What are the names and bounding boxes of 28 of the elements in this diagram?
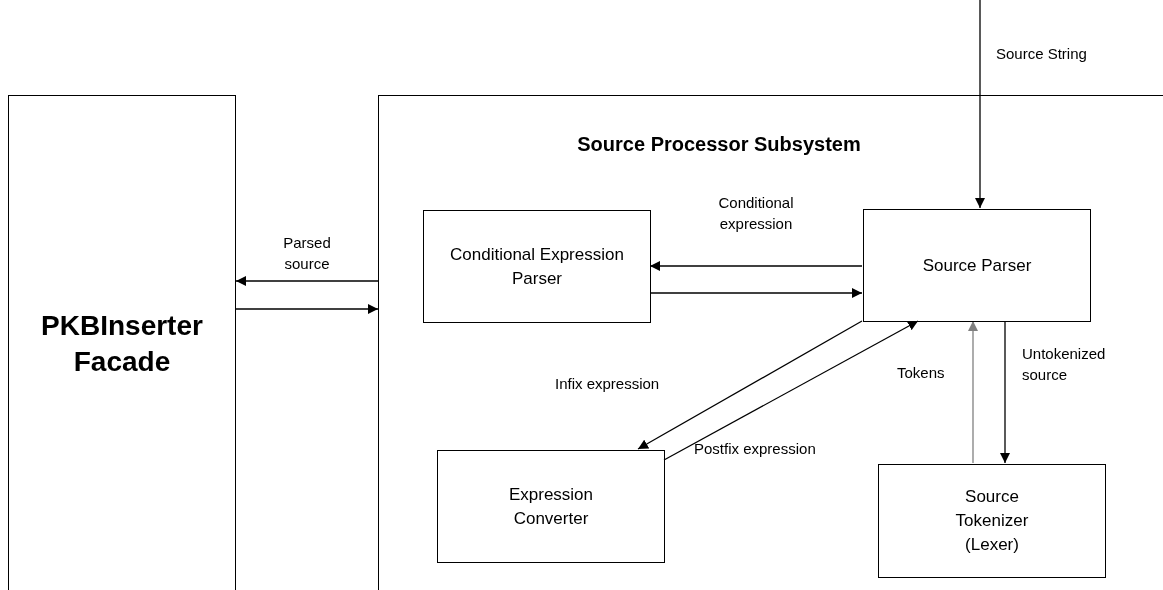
edge-label: Infix expression: [555, 374, 661, 394]
subsystem-title: Source Processor Subsystem: [576, 132, 862, 157]
arrow: [637, 320, 863, 450]
box-label: Source Tokenizer (Lexer): [954, 486, 1030, 556]
arrow: [649, 261, 863, 271]
component-box: [878, 464, 1106, 578]
box-label: PKBInserter Facade: [40, 309, 204, 379]
arrow: [235, 276, 379, 286]
edge-label: Tokens: [897, 363, 946, 383]
arrow: [968, 320, 978, 464]
arrow: [649, 288, 863, 298]
arrow: [235, 304, 379, 314]
facade-box: [8, 95, 236, 590]
edge-label: Conditional expression: [717, 193, 795, 234]
component-box: [863, 209, 1091, 322]
edge-label: Parsed source: [282, 233, 332, 274]
component-box: [437, 450, 665, 563]
subsystem-box: [378, 95, 1163, 590]
edge-label: Source String: [996, 44, 1088, 64]
edge-label: Untokenized source: [1022, 344, 1107, 385]
arrow: [975, 0, 985, 209]
box-label: Expression Converter: [507, 483, 595, 530]
arrow: [663, 320, 919, 461]
edge-label: Postfix expression: [694, 439, 817, 459]
arrow: [1000, 320, 1010, 464]
box-label: Conditional Expression Parser: [449, 243, 625, 290]
component-box: [423, 210, 651, 323]
box-label: Source Parser: [921, 254, 1033, 277]
